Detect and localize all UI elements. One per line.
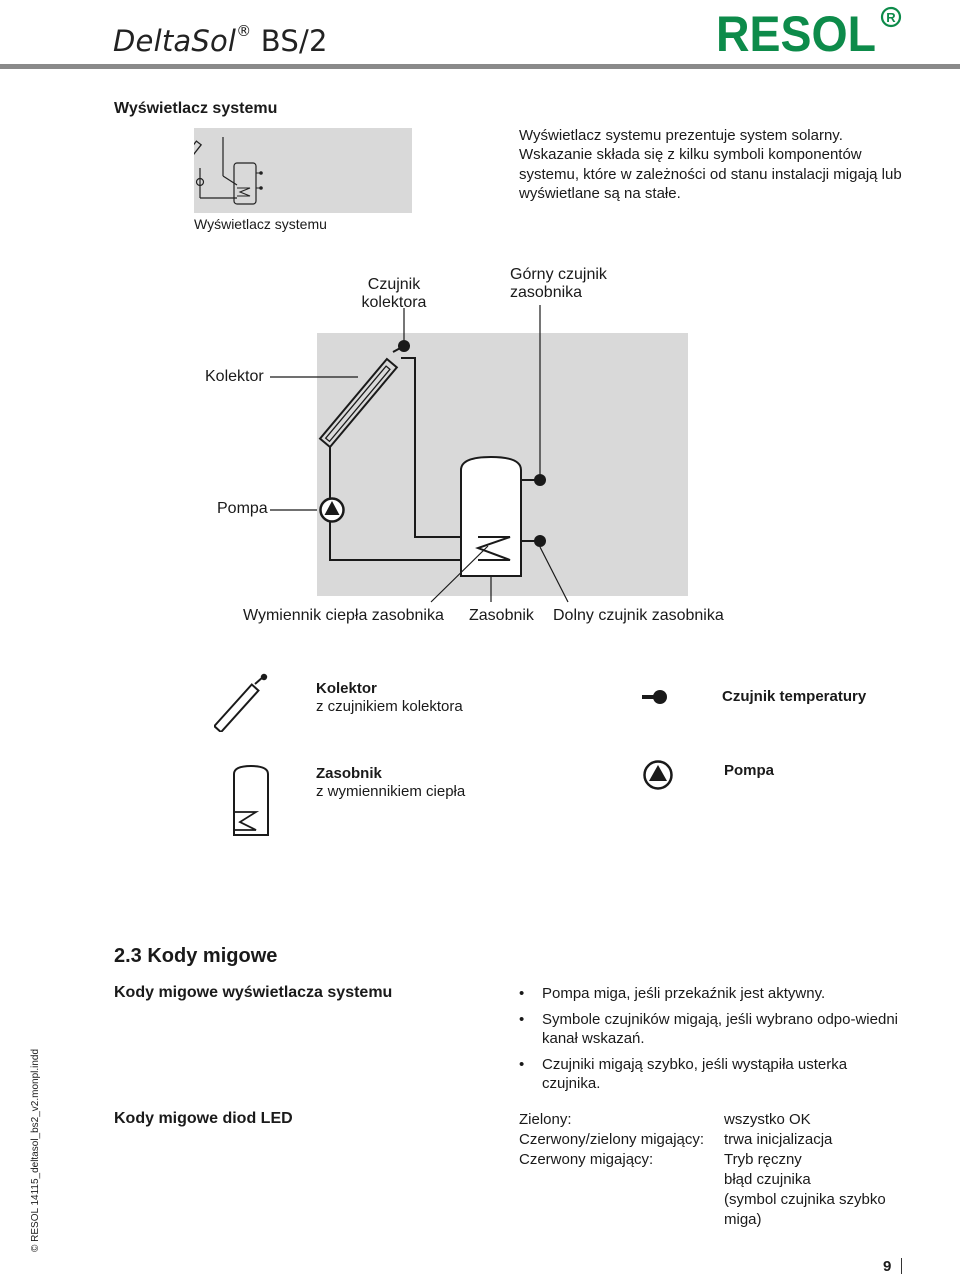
heat-exchanger-coil [475,536,511,561]
collector-sensor-dot [398,340,410,352]
thumbnail-caption: Wyświetlacz systemu [194,216,327,232]
product-name: DeltaSol [113,24,237,58]
led-value: trwa inicjalizacja [724,1131,833,1148]
upper-sensor-dot [534,474,546,486]
legend-collector-icon [214,673,268,732]
table-row: błąd czujnika [519,1170,886,1190]
label-pump: Pompa [217,500,268,517]
product-model: BS/2 [251,24,328,58]
label-lower-sensor: Dolny czujnik zasobnika [553,607,724,624]
table-row: Zielony: wszystko OK [519,1110,886,1130]
logo-text: RESOL [716,6,876,56]
legend-store: Zasobnik z wymiennikiem ciepła [316,765,465,800]
document-title: DeltaSol® BS/2 [113,22,328,58]
registered-mark: ® [236,22,252,41]
system-codes-heading: Kody migowe wyświetlacza systemu [114,984,393,1001]
header-rule [0,64,960,69]
led-key: Czerwony migający: [519,1151,654,1168]
label-store: Zasobnik [469,607,534,624]
legend-temp-sensor-icon [642,690,667,704]
led-key: Zielony: [519,1111,572,1128]
legend-collector: Kolektor z czujnikiem kolektora [316,680,463,715]
legend-pump-title: Pompa [724,762,775,779]
led-codes-table: Zielony: wszystko OK Czerwony/zielony mig… [519,1110,886,1230]
logo-reg-circle [880,6,902,28]
legend-collector-title: Kolektor [316,680,377,697]
legend-collector-sub: z czujnikiem kolektora [316,698,463,715]
legend-pump-icon [643,760,673,790]
table-row: (symbol czujnika szybko [519,1190,886,1210]
led-value: wszystko OK [724,1111,811,1128]
led-codes-heading: Kody migowe diod LED [114,1110,293,1127]
led-value: (symbol czujnika szybko [724,1191,886,1208]
list-item: Czujniki migają szybko, jeśli wystąpiła … [519,1055,899,1094]
small-store-icon [233,162,257,205]
legend-store-icon [233,764,269,836]
page-number: 9 [883,1258,892,1275]
logo-reg-letter: R [886,10,896,25]
led-key [519,1210,724,1230]
legend-temp-sensor-title: Czujnik temperatury [722,688,867,705]
page-number-bar [901,1258,902,1274]
small-pump-icon [195,177,205,187]
led-key: Czerwony/zielony migający: [519,1131,705,1148]
small-system-diagram [177,137,263,205]
led-value: Tryb ręczny [724,1151,802,1168]
small-collector-icon [177,140,203,170]
side-file-label: © RESOL 14115_deltasol_bs2_v2.monpl.indd [30,1048,41,1252]
led-value: miga) [724,1211,762,1228]
list-item: Pompa miga, jeśli przekaźnik jest aktywn… [519,984,899,1004]
label-collector: Kolektor [205,368,264,385]
system-display-thumbnail [177,128,412,213]
table-row: miga) [519,1210,886,1230]
lower-sensor-dot [534,535,546,547]
store-graphic [460,455,522,577]
system-display-heading: Wyświetlacz systemu [114,100,278,117]
list-item: Symbole czujników migają, jeśli wybrano … [519,1010,899,1049]
led-value: błąd czujnika [724,1171,811,1188]
table-row: Czerwony migający: Tryb ręczny [519,1150,886,1170]
collector-graphic [318,357,399,449]
resol-logo: RESOL R [716,6,902,56]
legend-store-title: Zasobnik [316,765,382,782]
led-key [519,1190,724,1210]
system-display-description: Wyświetlacz systemu prezentuje system so… [519,127,902,202]
table-row: Czerwony/zielony migający: trwa inicjaliz… [519,1130,886,1150]
section-heading: 2.3 Kody migowe [114,945,278,967]
solar-system-diagram [270,305,688,603]
led-key [519,1170,724,1190]
label-heat-exchanger: Wymiennik ciepła zasobnika [243,607,444,624]
system-codes-list: Pompa miga, jeśli przekaźnik jest aktywn… [519,984,899,1100]
legend-store-sub: z wymiennikiem ciepła [316,783,466,800]
